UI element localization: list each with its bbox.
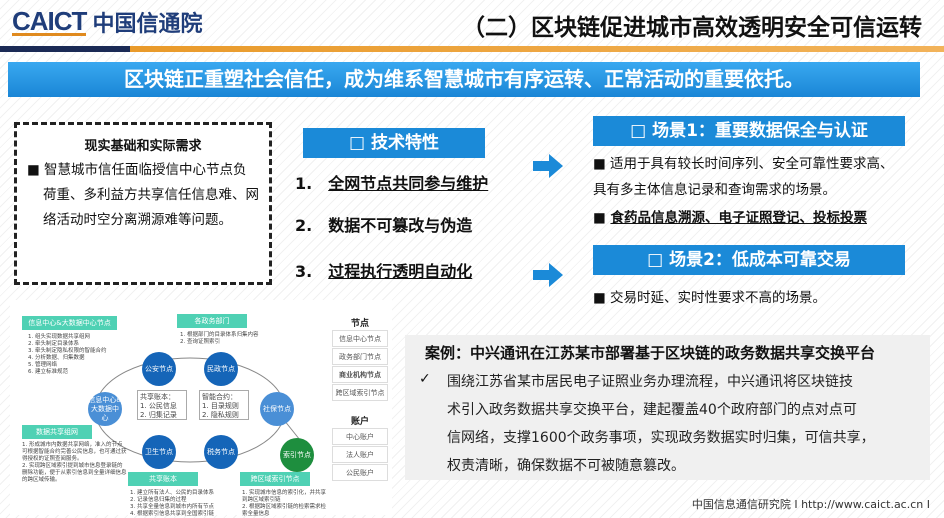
footer: 中国信息通信研究院 I http://www.caict.ac.cn I (691, 498, 930, 511)
node-health: 卫生节点 (142, 435, 176, 469)
arrow-right-icon (533, 263, 563, 287)
scene-1-bullet-2: ■ 食药品信息溯源、电子证照登记、投标投票 (593, 206, 867, 226)
node-tax: 税务节点 (204, 435, 238, 469)
item-number: 2. (295, 216, 313, 235)
page-title: （二）区块链促进城市高效透明安全可信运转 (462, 15, 922, 41)
item-number: 1. (295, 174, 313, 193)
legend-node: 跨区域索引节点 (332, 384, 388, 401)
tech-item-2: 2. 数据不可篡改与伪造 (295, 212, 472, 236)
legend-account: 中心账户 (332, 428, 388, 445)
scene-1-header: □ 场景1：重要数据保全与认证 (593, 116, 905, 146)
item-text: 数据不可篡改与伪造 (328, 216, 473, 235)
scene-1-bullet-1b: 具有多主体信息记录和查询需求的场景。 (593, 182, 836, 198)
legend-node: 信息中心节点 (332, 330, 388, 347)
reality-text: ■ 智慧城市信任面临授信中心节点负荷重、多利益方共享信任信息难、网络活动时空分离… (27, 162, 259, 228)
tag-data-network: 数据共享组网 (22, 425, 92, 439)
case-line: 信网络，支撑1600个政务事项，实现政务数据实时归集，可信共享， (447, 430, 875, 446)
case-title: 案例：中兴通讯在江苏某市部署基于区块链的政务数据共享交换平台 (425, 344, 876, 362)
legend-account: 法人账户 (332, 446, 388, 463)
case-line: 围绕江苏省某市居民电子证照业务办理流程，中兴通讯将区块链技 (447, 374, 853, 390)
tag-shared-ledger: 共享账本 (128, 472, 198, 486)
note-departments: 1. 根据部门的目录体系归集内容 2. 查询证照索引 (180, 332, 259, 345)
node-index: 索引节点 (280, 438, 314, 472)
tag-departments: 各政务部门 (177, 314, 247, 328)
legend-nodes-title: 节点 (350, 319, 369, 329)
scene-1-examples: 食药品信息溯源、电子证照登记、投标投票 (610, 210, 867, 226)
item-number: 3. (295, 262, 313, 281)
reality-box: 现实基础和实际需求 ■ 智慧城市信任面临授信中心节点负荷重、多利益方共享信任信息… (14, 122, 272, 285)
check-icon: ✓ (419, 371, 431, 387)
node-info-center: 信息中心&大数据中心 (88, 392, 122, 426)
arrow-right-icon (533, 154, 563, 178)
tech-item-1: 1. 全网节点共同参与维护 (295, 170, 488, 194)
note-info-center: 1. 组头实现数据共享组网 2. 牵头制定目录体系 3. 牵头制定隐私权限的智能… (28, 334, 107, 375)
tag-index-node: 跨区域索引节点 (240, 472, 310, 486)
case-line: 术引入政务数据共享交换平台，建起覆盖40个政府部门的点对点可 (447, 402, 857, 418)
note-index-node: 1. 实现城市信息的索引化，并共享到跨区域索引链 2. 根据跨区域索引链的检索需… (242, 490, 326, 517)
node-social-security: 社保节点 (260, 392, 294, 426)
shared-ledger-box: 共享账本： 1. 公民信息 2. 归集记录 (137, 390, 187, 420)
node-civil: 民政节点 (204, 352, 238, 386)
blockchain-network-diagram: 信息中心&大数据中心节点 各政务部门 数据共享组网 共享账本 跨区域索引节点 1… (10, 300, 392, 517)
note-data-network: 1. 形成城市内数据共享网络，准入的节点可根据智能合约完善公民信息，也可通过获得… (22, 442, 127, 483)
scene-2-header: □ 场景2：低成本可靠交易 (593, 245, 905, 275)
logo-en: CAICT (12, 5, 87, 36)
item-text: 过程执行透明自动化 (328, 262, 473, 281)
scene-1-bullet-1a: ■ 适用于具有较长时间序列、安全可靠性要求高、 (593, 156, 894, 172)
item-text: 全网节点共同参与维护 (328, 174, 489, 193)
legend-account: 公民账户 (332, 464, 388, 481)
tech-item-3: 3. 过程执行透明自动化 (295, 258, 472, 282)
node-police: 公安节点 (142, 352, 176, 386)
scene-2-bullet: ■ 交易时延、实时性要求不高的场景。 (593, 290, 827, 306)
tech-features-header: □ 技术特性 (303, 128, 485, 158)
logo-cn: 中国信通院 (92, 12, 203, 37)
legend-node: 政务部门节点 (332, 348, 388, 365)
bullet-mark: ■ (593, 210, 606, 226)
tag-info-center: 信息中心&大数据中心节点 (22, 316, 117, 330)
header-divider-dark (0, 46, 130, 52)
headline-banner: 区块链正重塑社会信任，成为维系智慧城市有序运转、正常活动的重要依托。 (8, 62, 920, 97)
legend-node: 商业机构节点 (332, 366, 388, 383)
header-divider-orange (130, 46, 944, 52)
legend-accounts-title: 账户 (350, 417, 369, 427)
smart-contract-box: 智能合约： 1. 目录规则 2. 隐私规则 (199, 390, 249, 420)
caict-logo: CAICT 中国信通院 (12, 6, 202, 38)
case-line: 权责清晰，确保数据不可被随意篡改。 (447, 458, 685, 474)
reality-title: 现实基础和实际需求 (84, 139, 202, 154)
note-shared-ledger: 1. 建立所有法人、公民的目录体系 2. 记录信息归集的过程 3. 共享全量信息… (130, 490, 214, 517)
case-study-box: 案例：中兴通讯在江苏某市部署基于区块链的政务数据共享交换平台 ✓ 围绕江苏省某市… (405, 335, 930, 480)
